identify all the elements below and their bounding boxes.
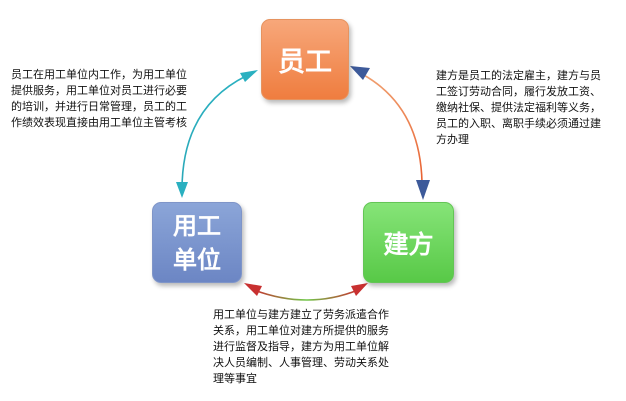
arrowhead-to-employer	[176, 182, 188, 198]
agency-node: 建方	[363, 202, 454, 283]
employee-agency-description: 建方是员工的法定雇主，建方与员工签订劳动合同，履行发放工资、缴纳社保、提供法定福…	[436, 69, 601, 146]
arrowhead-to-agency	[416, 180, 430, 200]
employee-employer-arc	[181, 75, 247, 191]
employer-node: 用工单位	[152, 202, 242, 283]
arrowhead-to-employee-right	[350, 66, 370, 80]
employee-employer-description: 员工在用工单位内工作，为用工单位提供服务，用工单位对员工进行必要的培训，并进行日…	[11, 68, 187, 129]
employer-label: 用工单位	[173, 211, 221, 274]
arrowhead-to-agency-bottom	[351, 283, 368, 296]
employee-node: 员工	[261, 19, 349, 100]
arrowhead-to-employee	[240, 70, 258, 82]
agency-label: 建方	[383, 229, 434, 259]
arrowhead-to-employer-bottom	[244, 283, 262, 296]
employee-label: 员工	[278, 47, 332, 78]
employer-agency-description: 用工单位与建方建立了劳务派遣合作关系，用工单位对建方所提供的服务进行监督及指导，…	[213, 308, 389, 385]
employee-agency-arc	[361, 73, 423, 183]
employer-agency-arc	[253, 289, 359, 301]
